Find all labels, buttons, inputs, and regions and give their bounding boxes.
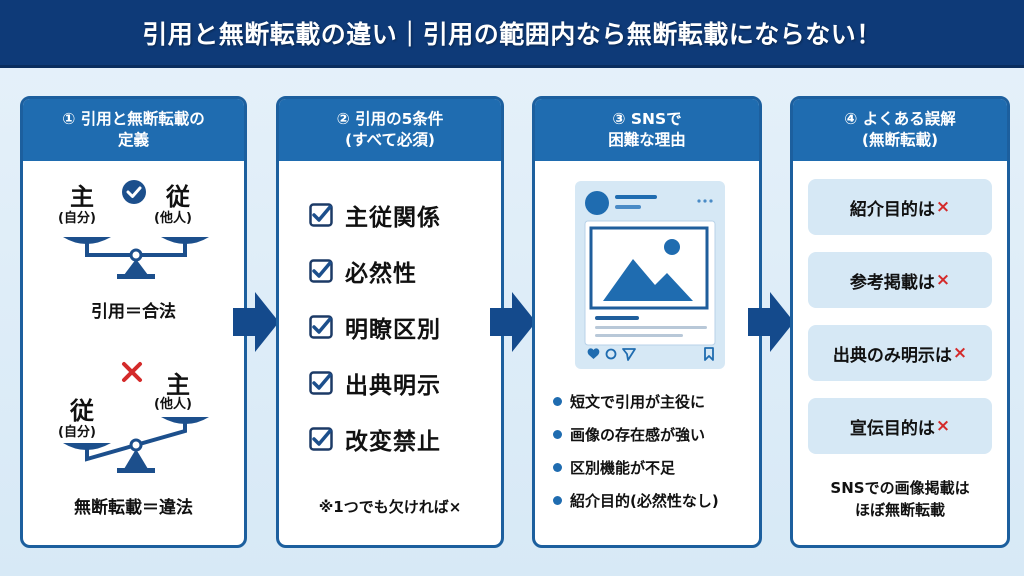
reason-item: 紹介目的(必然性なし) <box>553 484 719 517</box>
condition-item: 主従関係 <box>309 198 441 232</box>
checkbox-checked-icon <box>309 371 333 395</box>
panel-header: ① 引用と無断転載の 定義 <box>23 99 244 161</box>
balanced-scale-icon <box>63 237 209 279</box>
cross-icon: × <box>952 343 968 363</box>
panel-misconceptions: ④ よくある誤解 (無断転載) 紹介目的は× 参考掲載は× 出典のみ明示は× 宣… <box>790 96 1010 548</box>
arrow-right-icon <box>490 292 536 352</box>
reason-item: 区別機能が不足 <box>553 451 719 484</box>
bullet-dot-icon <box>553 430 562 439</box>
sns-post-icon <box>575 181 725 369</box>
myth-item: 宣伝目的は× <box>808 398 992 454</box>
panel-sns-difficulty: ③ SNSで 困難な理由 短文で引用が主役に 画像の存在感が強い 区別機能が不足 <box>532 96 762 548</box>
condition-note: ※1つでも欠ければ× <box>318 498 462 516</box>
checkbox-checked-icon <box>309 203 333 227</box>
check-circle-icon <box>122 180 146 204</box>
myth-item: 紹介目的は× <box>808 179 992 235</box>
summary-text: SNSでの画像掲載は ほぼ無断転載 <box>830 479 970 519</box>
condition-item: 出典明示 <box>309 366 441 400</box>
cross-icon <box>122 362 142 382</box>
panel-conditions: ② 引用の5条件 (すべて必須) 主従関係 必然性 明瞭区別 出典明示 改変禁止… <box>276 96 504 548</box>
arrow-right-icon <box>748 292 794 352</box>
label-other: (他人) <box>154 211 192 226</box>
label-self: (自分) <box>58 425 96 440</box>
cross-icon: × <box>935 197 951 217</box>
condition-item: 必然性 <box>309 254 417 288</box>
label-main-self: 主 <box>70 183 94 211</box>
label-other: (他人) <box>154 397 192 412</box>
panel-definition: ① 引用と無断転載の 定義 主 (自分) 従 (他人) 引用＝合法 主 (他人)… <box>20 96 247 548</box>
label-self: (自分) <box>58 211 96 226</box>
label-main-other: 主 <box>166 371 190 399</box>
bullet-dot-icon <box>553 496 562 505</box>
caption-illegal: 無断転載＝違法 <box>74 498 193 518</box>
arrow-right-icon <box>233 292 279 352</box>
checkbox-checked-icon <box>309 259 333 283</box>
caption-legal: 引用＝合法 <box>91 302 176 322</box>
myth-item: 参考掲載は× <box>808 252 992 308</box>
header-banner: 引用と無断転載の違い｜引用の範囲内なら無断転載にならない！ <box>0 0 1024 68</box>
label-sub-other: 従 <box>166 183 190 211</box>
condition-item: 明瞭区別 <box>309 310 441 344</box>
condition-item: 改変禁止 <box>309 422 441 456</box>
cross-icon: × <box>935 416 951 436</box>
panel-header: ④ よくある誤解 (無断転載) <box>793 99 1007 161</box>
panel-header: ② 引用の5条件 (すべて必須) <box>279 99 501 161</box>
tilted-scale-icon <box>63 417 209 473</box>
checkbox-checked-icon <box>309 427 333 451</box>
checkbox-checked-icon <box>309 315 333 339</box>
bullet-dot-icon <box>553 463 562 472</box>
reasons-list: 短文で引用が主役に 画像の存在感が強い 区別機能が不足 紹介目的(必然性なし) <box>553 385 719 517</box>
page-title: 引用と無断転載の違い｜引用の範囲内なら無断転載にならない！ <box>142 19 882 49</box>
panel-header: ③ SNSで 困難な理由 <box>535 99 759 161</box>
cross-icon: × <box>935 270 951 290</box>
reason-item: 短文で引用が主役に <box>553 385 719 418</box>
reason-item: 画像の存在感が強い <box>553 418 719 451</box>
bullet-dot-icon <box>553 397 562 406</box>
myth-item: 出典のみ明示は× <box>808 325 992 381</box>
label-sub-self: 従 <box>70 397 94 425</box>
